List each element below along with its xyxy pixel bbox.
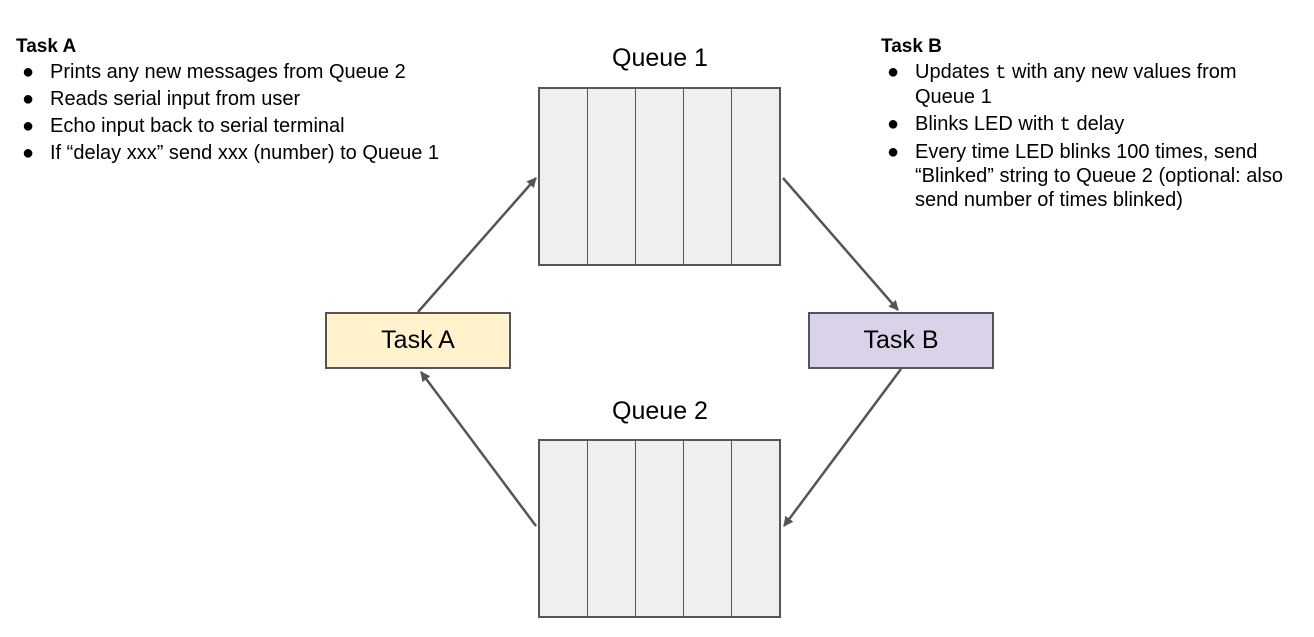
bullet-icon: ● <box>887 61 900 83</box>
queue-slot <box>732 441 779 616</box>
bullet-icon: ● <box>887 141 900 163</box>
queue-slot <box>684 441 732 616</box>
queue-slot <box>636 89 684 264</box>
bullet-icon: ● <box>22 142 35 164</box>
task-b-note-code: t <box>1059 114 1071 136</box>
task-b-note-item: ● Updates t with any new values from Queu… <box>881 60 1301 109</box>
arrow-task-a-to-queue-1 <box>417 177 537 313</box>
task-a-note-item: ● If “delay xxx” send xxx (number) to Que… <box>16 141 456 165</box>
queue-slot <box>588 441 636 616</box>
task-a-note-text: Echo input back to serial terminal <box>50 115 345 137</box>
queue-slot <box>540 441 588 616</box>
task-a-note-item: ● Reads serial input from user <box>16 87 456 111</box>
task-b-notes-title: Task B <box>881 36 942 57</box>
bullet-icon: ● <box>22 61 35 83</box>
task-b-note-item: ● Every time LED blinks 100 times, send “… <box>881 140 1301 212</box>
task-b-box-label: Task B <box>863 326 939 354</box>
queue-2 <box>538 439 781 618</box>
task-b-notes-list: ● Updates t with any new values from Queu… <box>881 60 1301 212</box>
task-a-note-item: ● Prints any new messages from Queue 2 <box>16 60 456 84</box>
task-a-notes-list: ● Prints any new messages from Queue 2 ● R… <box>16 60 456 165</box>
arrow-task-b-to-queue-2 <box>782 368 903 527</box>
task-a-notes: Task A ● Prints any new messages from Que… <box>16 35 456 168</box>
task-b-note-code: t <box>995 62 1007 84</box>
bullet-icon: ● <box>22 115 35 137</box>
task-b-note-text-pre: Blinks LED with <box>915 113 1060 135</box>
queue-slot <box>684 89 732 264</box>
task-b-note-text-post: with any new values from Queue 1 <box>915 61 1237 108</box>
task-a-note-item: ● Echo input back to serial terminal <box>16 114 456 138</box>
task-a-note-text: Prints any new messages from Queue 2 <box>50 61 406 83</box>
queue-slot <box>636 441 684 616</box>
queue-2-label: Queue 2 <box>612 397 708 425</box>
task-b-note-text: Every time LED blinks 100 times, send “B… <box>915 141 1283 211</box>
task-a-box: Task A <box>325 312 511 369</box>
queue-slot <box>540 89 588 264</box>
queue-slot <box>588 89 636 264</box>
task-a-note-text: If “delay xxx” send xxx (number) to Queu… <box>50 142 440 164</box>
queue-slot <box>732 89 779 264</box>
task-a-note-text: Reads serial input from user <box>50 88 301 110</box>
task-b-notes: Task B ● Updates t with any new values fr… <box>881 35 1301 215</box>
task-a-box-label: Task A <box>381 326 455 354</box>
queue-1 <box>538 87 781 266</box>
task-b-box: Task B <box>808 312 994 369</box>
task-b-note-item: ● Blinks LED with t delay <box>881 112 1301 137</box>
bullet-icon: ● <box>22 88 35 110</box>
queue-1-label: Queue 1 <box>612 44 708 72</box>
task-a-notes-title: Task A <box>16 36 77 57</box>
arrow-queue-1-to-task-b <box>782 177 899 311</box>
task-b-note-text-post: delay <box>1070 113 1125 135</box>
arrow-queue-2-to-task-a <box>419 371 538 527</box>
task-b-note-text-pre: Updates <box>915 61 996 83</box>
bullet-icon: ● <box>887 113 900 135</box>
